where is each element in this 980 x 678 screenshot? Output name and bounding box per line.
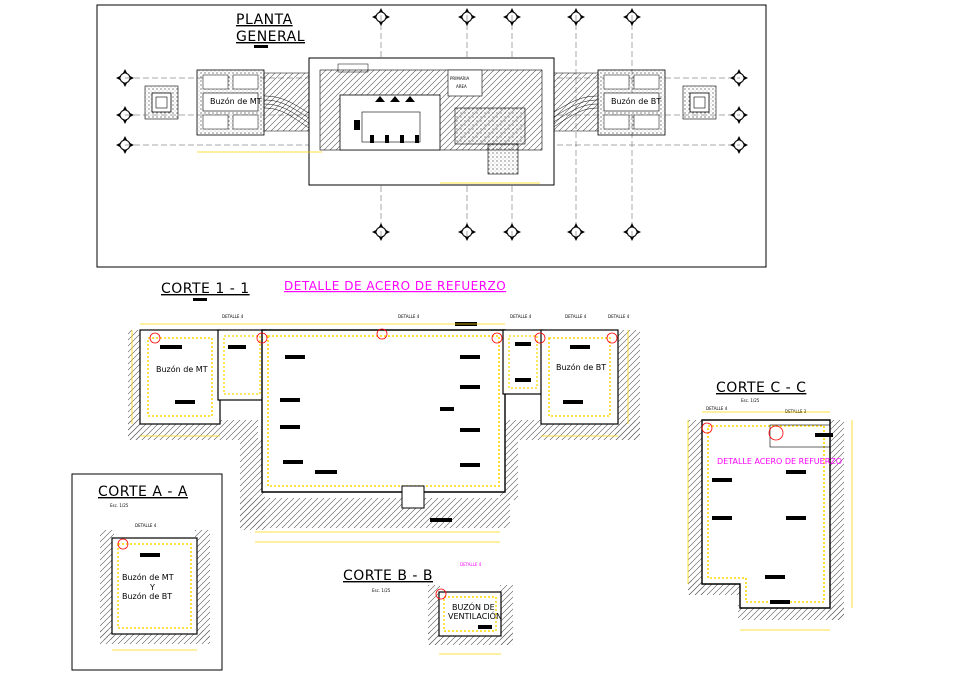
central-vault: PRIMARIA AREA	[308, 57, 555, 186]
svg-text:DETALLE 4: DETALLE 4	[510, 314, 532, 319]
corte-b-b-title: CORTE B - B	[343, 568, 433, 584]
corte-1-1-soil	[128, 330, 640, 530]
right-vent-box	[682, 85, 717, 120]
detalle-acero-title: DETALLE DE ACERO DE REFUERZO	[284, 279, 506, 293]
left-manholes: Buzón de MT	[196, 69, 265, 136]
corte-a-a-line3: Buzón de BT	[122, 591, 172, 601]
svg-text:DETALLE 4: DETALLE 4	[706, 406, 728, 411]
svg-text:DETALLE 4: DETALLE 4	[460, 562, 482, 567]
right-ducts	[539, 72, 599, 136]
corte-1-1-small-left	[217, 329, 267, 401]
corte-a-a-frame	[71, 473, 223, 671]
svg-text:DETALLE 4: DETALLE 4	[608, 314, 630, 319]
corte-1-1-mt-box: Buzón de MT	[139, 329, 221, 425]
planta-frame	[96, 4, 767, 268]
corte-1-1-mt-label: Buzón de MT	[156, 364, 208, 374]
planta-title-line2: GENERAL	[236, 29, 305, 45]
corte-b-b-line2: VENTILACIÓN	[448, 610, 502, 621]
corte-c-c-inner-label: DETALLE ACERO DE REFUERZO	[717, 457, 842, 466]
corte-b-b-line1: BUZÓN DE	[452, 601, 495, 612]
svg-text:Buzón de MT: Buzón de MT	[210, 96, 262, 106]
scale-block	[254, 45, 268, 48]
right-manholes: Buzón de BT	[597, 69, 666, 136]
svg-text:Buzón de BT: Buzón de BT	[611, 96, 661, 106]
corte-1-1-dimensions	[131, 323, 629, 543]
corte-a-a-line1: Buzón de MT	[122, 572, 174, 582]
svg-text:DETALLE 4: DETALLE 4	[565, 314, 587, 319]
corte-a-a-scale: Esc. 1/25	[110, 503, 129, 508]
planta-dimensions	[197, 151, 540, 184]
corte-1-1-detail-tags: DETALLE 4 DETALLE 4 DETALLE 4 DETALLE 4 …	[149, 314, 630, 344]
corte-1-1-small-right	[502, 329, 544, 395]
corte-b-b: CORTE B - B Esc. 1/25 DETALLE 4 BUZÓN DE…	[343, 562, 513, 655]
svg-text:DETALLE 4: DETALLE 4	[135, 523, 157, 528]
corte-c-c-title: CORTE C - C	[716, 380, 806, 396]
svg-text:PRIMARIA: PRIMARIA	[450, 76, 470, 81]
corte-b-b-scale: Esc. 1/25	[372, 588, 391, 593]
corte-a-a-title: CORTE A - A	[98, 484, 188, 500]
corte-1-1-bt-label: Buzón de BT	[556, 362, 606, 372]
corte-1-1-central-tank	[261, 322, 506, 522]
corte-1-1-bt-box: Buzón de BT	[540, 329, 619, 425]
corte-a-a-line2: Y	[149, 583, 155, 592]
left-vent-box	[144, 85, 179, 120]
svg-text:DETALLE 3: DETALLE 3	[785, 409, 807, 414]
corte-1-1-title: CORTE 1 - 1	[161, 281, 250, 297]
planta-general: PLANTA GENERAL	[96, 4, 767, 268]
svg-text:DETALLE 4: DETALLE 4	[398, 314, 420, 319]
corte-c-c: CORTE C - C Esc. 1/25 DETALLE 4 DETALLE …	[687, 380, 853, 631]
corte-a-a: CORTE A - A Esc. 1/25 Buzón de MT Y Buzó…	[71, 473, 223, 671]
corte-1-1: CORTE 1 - 1 DETALLE DE ACERO DE REFUERZO…	[128, 279, 640, 543]
svg-text:DETALLE 4: DETALLE 4	[222, 314, 244, 319]
planta-title-line1: PLANTA	[236, 12, 293, 28]
svg-text:AREA: AREA	[456, 84, 467, 89]
corte-c-c-scale: Esc. 1/25	[741, 398, 760, 403]
